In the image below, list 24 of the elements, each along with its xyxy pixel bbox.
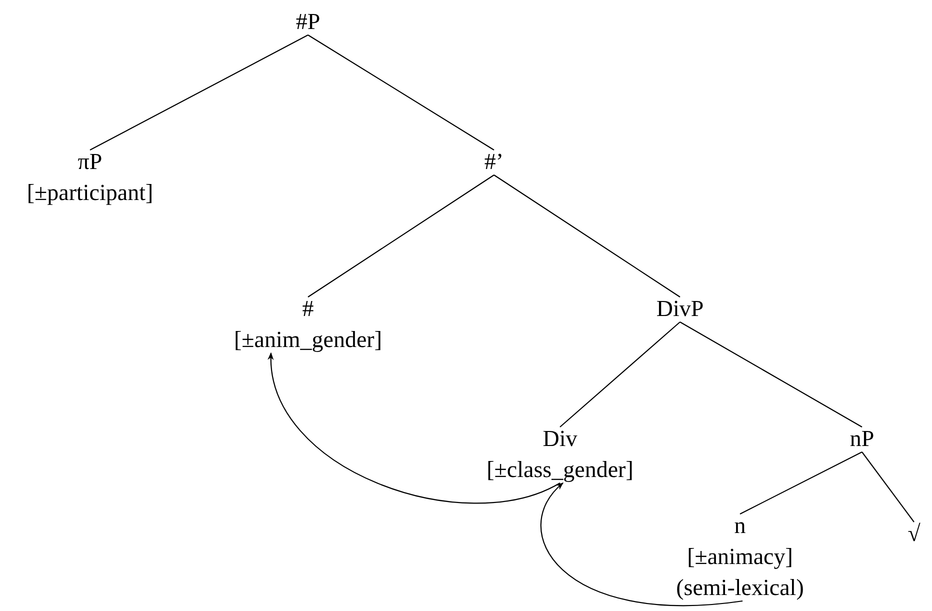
feature-label: [±participant] bbox=[26, 179, 154, 207]
node-label: #’ bbox=[484, 148, 504, 176]
feature-label: (semi-lexical) bbox=[676, 574, 804, 602]
tree-branch bbox=[308, 174, 494, 298]
tree-branch bbox=[308, 34, 494, 150]
node-label: πP bbox=[76, 148, 104, 176]
node-label: n bbox=[733, 512, 747, 540]
feature-label: [±anim_gender] bbox=[234, 326, 382, 354]
node-label: Div bbox=[542, 425, 578, 453]
node-label: √ bbox=[908, 520, 920, 548]
movement-arrow bbox=[268, 352, 560, 504]
tree-branch bbox=[494, 174, 680, 298]
tree-branch bbox=[680, 322, 862, 428]
node-label: #P bbox=[296, 8, 320, 36]
node-label: nP bbox=[850, 425, 874, 453]
tree-branch bbox=[90, 34, 308, 150]
movement-arrow bbox=[540, 482, 743, 606]
tree-branch bbox=[740, 452, 862, 514]
feature-label: [±class_gender] bbox=[486, 456, 634, 484]
node-label: # bbox=[301, 295, 315, 323]
node-label: DivP bbox=[656, 295, 704, 323]
feature-label: [±animacy] bbox=[686, 543, 794, 571]
tree-branch bbox=[560, 322, 680, 428]
tree-branch bbox=[862, 452, 914, 522]
